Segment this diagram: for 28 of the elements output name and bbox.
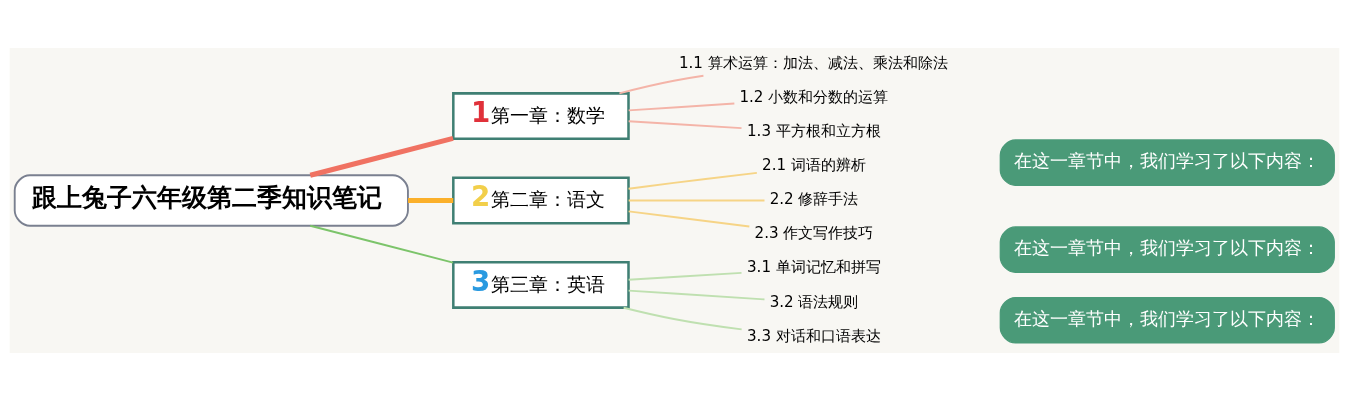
node-text: 1.2 小数和分数的运算 bbox=[739, 87, 889, 106]
connector bbox=[627, 171, 758, 190]
connector bbox=[408, 197, 454, 203]
connector bbox=[627, 199, 766, 201]
connector bbox=[309, 224, 454, 263]
node-box: 1第一章：数学 bbox=[452, 91, 630, 140]
node-box: 在这一章节中，我们学习了以下内容： bbox=[999, 138, 1335, 186]
connector bbox=[627, 289, 766, 300]
connector bbox=[309, 135, 454, 178]
node-box: 在这一章节中，我们学习了以下内容： bbox=[999, 225, 1335, 273]
node-box: 3 第三章：英语 bbox=[452, 260, 630, 309]
node-text: 2.3 作文写作技巧 bbox=[754, 223, 874, 242]
connector bbox=[618, 74, 705, 94]
node-text: 3.3 对话和口语表达 bbox=[746, 326, 881, 345]
node-text: 2.2 修辞手法 bbox=[769, 189, 859, 208]
node-box: 跟上兔子六年级第二季知识笔记 bbox=[13, 173, 409, 227]
connector bbox=[627, 209, 751, 227]
node-text: 1.1 算术运算：加法、减法、乘法和除法 bbox=[678, 53, 948, 72]
connector bbox=[622, 306, 743, 330]
node-text: 2.1 词语的辨析 bbox=[762, 155, 866, 174]
connector bbox=[627, 102, 736, 111]
node-box: 在这一章节中，我们学习了以下内容： bbox=[999, 296, 1335, 344]
node-text: 1.3 平方根和立方根 bbox=[746, 121, 881, 140]
node-box: 2 第二章：语文 bbox=[452, 176, 630, 224]
connector bbox=[627, 271, 743, 281]
node-text: 3.2 语法规则 bbox=[769, 291, 859, 310]
node-text: 3.1 单词记忆和拼写 bbox=[746, 257, 881, 276]
connector bbox=[627, 119, 743, 129]
